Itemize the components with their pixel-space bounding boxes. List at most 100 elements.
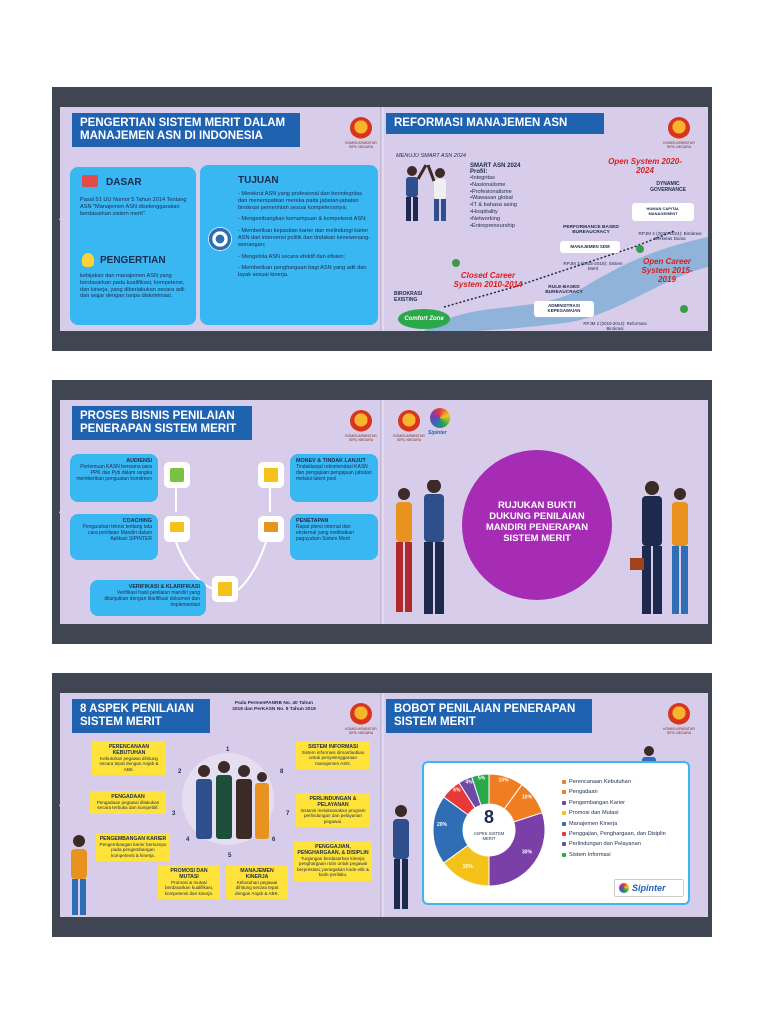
profil-item: •Entrepreneurship [470, 222, 515, 229]
step-verifikasi: VERIFIKASI & KLARIFIKASI Verifikasi hasi… [90, 580, 206, 616]
profil-item: •IT & bahasa asing [470, 202, 517, 209]
aspect-number: 4 [186, 837, 190, 843]
legend-swatch [562, 831, 566, 836]
legend-label: Promosi dan Mutasi [569, 810, 619, 817]
pie-center-hole [464, 805, 514, 855]
aspect-text: Pengembangan karier bersumpu pada pengem… [99, 842, 167, 858]
aspect-box: PENGADAAN Pengadaan pegawai dilakukan se… [90, 791, 166, 814]
regulation-text: Pada PermenPANRB No. 40 Tahun 2018 dan P… [232, 701, 316, 712]
aspect-text: Promosi & mutasi berdasarkan kualifikasi… [164, 880, 214, 896]
sipinter-logo-icon [619, 883, 629, 893]
rpjm4-label: RPJM 4 (2020-2024): Birokrasi Berkelas D… [638, 231, 702, 241]
profil-item: •Wawasan global [470, 195, 513, 202]
logo-text: KOMISI APARATUR SIPIL NEGARA [663, 727, 695, 735]
pie-chart: 10%10%30%15%20%6%4%5% [432, 773, 546, 887]
kasn-logo-icon [350, 117, 372, 139]
sipinter-badge: Sipinter [614, 879, 684, 897]
tujuan-item: - Memberikan kepastian karier dan melind… [238, 228, 371, 248]
chart-card: 10%10%30%15%20%6%4%5% 8 ASPEK SISTEM MER… [424, 763, 688, 903]
tujuan-list: - Merekrut ASN yang profesional dan beri… [238, 191, 372, 279]
page-title: Proses Bisnis Penilaian Penerapan Sistem… [72, 406, 252, 440]
step-heading: PENETAPAN [296, 518, 329, 524]
aspect-heading: PENGADAAN [111, 794, 145, 800]
dasar-heading: DASAR [106, 177, 142, 188]
legend-swatch [562, 842, 566, 847]
dasar-text: Pasal 51 UU Nomor 5 Tahun 2014 Tentang A… [80, 197, 187, 217]
kasn-logo-icon [350, 703, 372, 725]
profil-item: •Networking [470, 215, 500, 222]
page-subtitle: MENUJU SMART ASN 2024 [396, 153, 466, 159]
aspect-number: 7 [286, 811, 290, 817]
aspect-heading: MANAJEMEN KINERJA [240, 868, 274, 880]
legend-swatch [562, 790, 566, 795]
tujuan-heading: TUJUAN [238, 175, 279, 186]
slide-frame-1: ‹ › Pengertian Sistem Merit Dalam Manaje… [52, 87, 712, 351]
kasn-logo-icon [668, 703, 690, 725]
step-heading: VERIFIKASI & KLARIFIKASI [128, 584, 200, 590]
manajemen-sdm-box: MANAJEMEN SDM [560, 241, 620, 253]
profil-label: Profil: [470, 169, 488, 175]
legend-item: Pengadaan [562, 789, 686, 795]
puzzle-icon [164, 462, 190, 488]
tujuan-item: - Merekrut ASN yang profesional dan beri… [238, 191, 363, 211]
legend-label: Perencanaan Kebutuhan [569, 779, 631, 785]
performance-label: PERFORMANCE BASED BUREAUCRACY [563, 225, 619, 235]
target-icon [208, 227, 232, 251]
chart-center-number: 8 [483, 807, 494, 827]
legend-item: Sistem Informasi [562, 852, 686, 858]
book-spine [380, 107, 386, 331]
step-text: Pengarahan teknis tentang tata cara peni… [82, 524, 153, 542]
book-spine [380, 400, 386, 624]
aspect-text: Kebutuhan pegawai dihitung secara tepat … [235, 880, 279, 896]
pie-slice-label: 10% [499, 777, 510, 783]
aspect-text: Instansi melaksanakan program perlindung… [300, 808, 366, 824]
career-road-illustration [424, 230, 708, 331]
aspect-heading: PERENCANAAN KEBUTUHAN [108, 744, 150, 756]
pengertian-text: kebijakan dan manajemen ASN yang berdasa… [80, 273, 185, 300]
legend-item: Perencanaan Kebutuhan [562, 779, 686, 785]
tujuan-box: TUJUAN - Merekrut ASN yang profesional d… [200, 165, 378, 325]
dynamic-governance-label: DYNAMIC GOVERNANCE [650, 181, 686, 193]
step-text: Verifikasi hasil penilaian mandiri yang … [104, 590, 200, 608]
legend-swatch [562, 800, 566, 805]
aspect-text: Pengadaan pegawai dilakukan secara terbu… [96, 800, 160, 811]
smart-asn-block: SMART ASN 2024 Profil: •Integritas •Nasi… [470, 163, 550, 229]
aspect-heading: SISTEM INFORMASI [308, 744, 358, 750]
aspect-text: Tunjangan berdasarkan kinerja; pengharga… [297, 856, 370, 878]
pie-slice [471, 773, 490, 806]
legend-label: Pengembangan Karier [569, 799, 625, 806]
step-text: Rapat pleno internal dan eksternal yang … [296, 524, 355, 542]
smart-heading: SMART ASN 2024 [470, 163, 521, 169]
slide3-right-page: Bobot Penilaian Penerapan Sistem Merit K… [384, 693, 708, 917]
aspect-heading: PROMOSI DAN MUTASI [170, 868, 208, 880]
dasar-pengertian-box: DASAR Pasal 51 UU Nomor 5 Tahun 2014 Ten… [70, 167, 196, 325]
legend-item: Manajemen Kinerja [562, 821, 686, 827]
step-text: Pertemuan KASN bersama para PPK dan Pyb … [76, 464, 152, 482]
kasn-logo-icon [398, 410, 420, 432]
aspect-number: 8 [280, 769, 284, 775]
rule-based-label: RULE-BASED BUREAUCRACY [545, 285, 583, 295]
book-icon [82, 175, 98, 187]
aspect-box: PERENCANAAN KEBUTUHAN Kebutuhan pegawai … [92, 741, 166, 776]
slide2-left-page: Proses Bisnis Penilaian Penerapan Sistem… [60, 400, 384, 624]
logo-text: KOMISI APARATUR SIPIL NEGARA [345, 727, 377, 735]
rpjm2-label: RPJM 2 (2010-2014): Reformasi Birokrasi [583, 321, 647, 331]
tujuan-item: - Mengelola ASN secara efektif dan efisi… [238, 253, 345, 260]
aspect-box: PENGGAJIAN, PENGHARGAAN, & DISIPLIN Tunj… [294, 841, 372, 881]
checklist-icon [212, 576, 238, 602]
profil-item: •Hospitality [470, 208, 498, 215]
aspect-number: 5 [228, 853, 232, 859]
woman-illustration [71, 835, 87, 915]
logo-text: KOMISI APARATUR SIPIL NEGARA [663, 141, 695, 149]
sipinter-logo-icon [430, 408, 450, 428]
step-coaching: COACHING Pengarahan teknis tentang tata … [70, 514, 158, 560]
tujuan-item: - Mengembangkan kemampuan & kompetensi A… [238, 216, 367, 223]
profil-item: •Nasionalisme [470, 181, 506, 188]
pie-slice-label: 20% [437, 822, 448, 828]
kasn-logo-icon [668, 117, 690, 139]
profil-item: •Integritas [470, 175, 495, 181]
pie-slice-label: 6% [453, 788, 461, 794]
step-monev: MONEV & TINDAK LANJUT Tindaklanjut rekom… [290, 454, 378, 502]
presentation-icon [164, 516, 190, 542]
team-illustration [182, 753, 274, 845]
